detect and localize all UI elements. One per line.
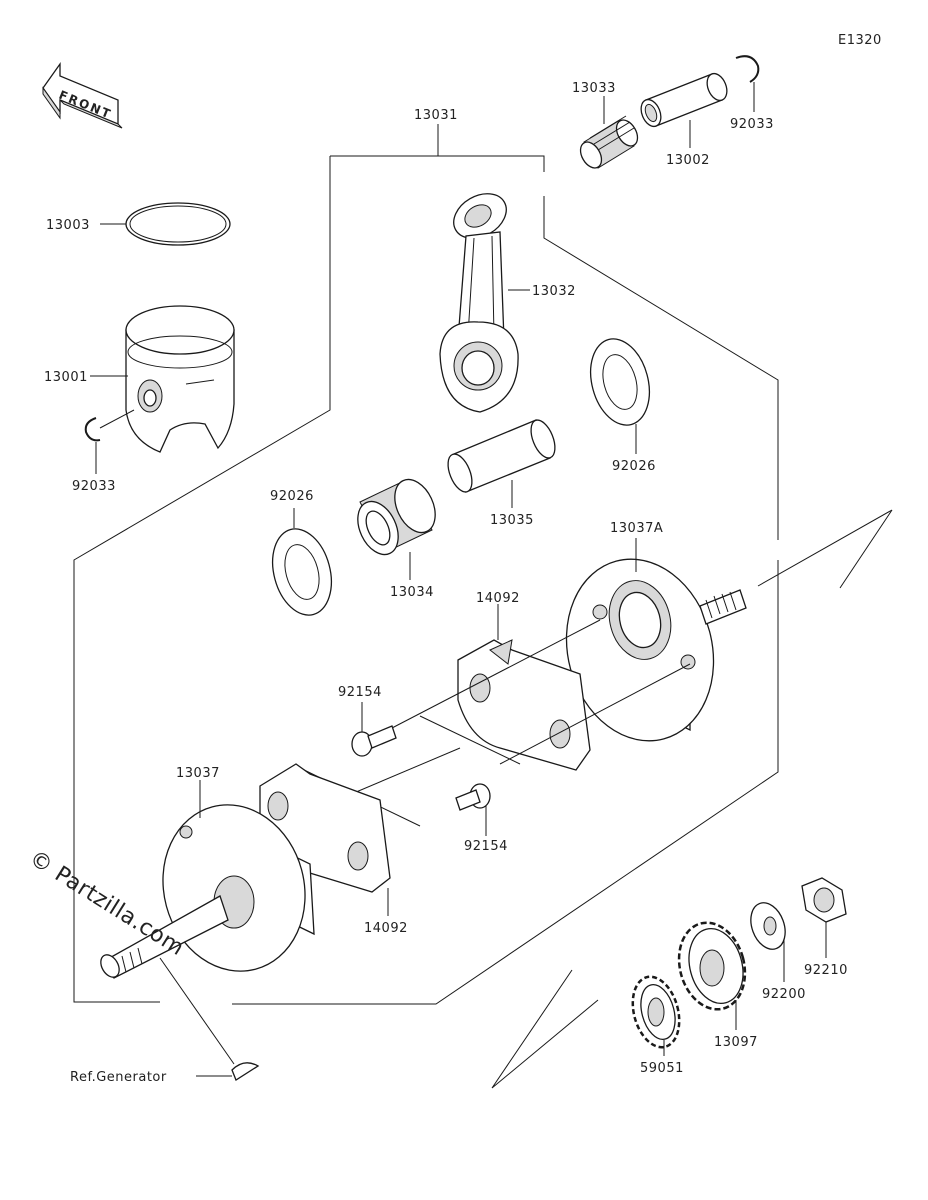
- needle-bearing-13033: [579, 115, 639, 169]
- label-14092-lower: 14092: [364, 921, 408, 936]
- label-13097: 13097: [714, 1035, 758, 1050]
- label-13002: 13002: [666, 153, 710, 168]
- label-13037A: 13037A: [610, 521, 663, 536]
- label-13001: 13001: [44, 370, 88, 385]
- label-92026-right: 92026: [612, 459, 656, 474]
- label-92154-upper: 92154: [338, 685, 382, 700]
- circlip-92033-right: [735, 55, 760, 83]
- label-14092-upper: 14092: [476, 591, 520, 606]
- diagram-code: E1320: [838, 33, 882, 48]
- label-92200: 92200: [762, 987, 806, 1002]
- label-13037: 13037: [176, 766, 220, 781]
- connecting-rod-13032: [439, 193, 519, 413]
- nut-92210: [801, 877, 847, 923]
- crankshaft-right-13037A: [565, 558, 747, 742]
- label-13034: 13034: [390, 585, 434, 600]
- piston-pin-13002: [640, 72, 728, 128]
- assembly-frame-lines: [73, 124, 893, 1089]
- ref-generator-label: Ref.Generator: [70, 1070, 167, 1085]
- thrust-washer-92026-right: [590, 338, 650, 426]
- gear-59051: [631, 975, 681, 1049]
- label-92033-left: 92033: [72, 479, 116, 494]
- generator-key-icon: [231, 1062, 260, 1081]
- circlip-92033-left: [84, 417, 101, 442]
- label-13032: 13032: [532, 284, 576, 299]
- piston-ring-13003: [125, 202, 231, 246]
- piston-13001: [125, 305, 235, 453]
- label-13003: 13003: [46, 218, 90, 233]
- bolt-92154-lower: [455, 783, 491, 811]
- bolt-92154-upper: [351, 725, 397, 757]
- front-arrow-icon: FRONT: [42, 61, 123, 129]
- crank-weight-14092-upper: [457, 639, 591, 771]
- label-13031: 13031: [414, 108, 458, 123]
- label-13033: 13033: [572, 81, 616, 96]
- label-13035: 13035: [490, 513, 534, 528]
- thrust-washer-92026-left: [272, 528, 332, 616]
- gear-13097: [677, 921, 747, 1011]
- crank-pin-13035: [447, 419, 556, 493]
- needle-bearing-13034: [357, 478, 436, 556]
- label-92033-right: 92033: [730, 117, 774, 132]
- washer-92200: [750, 902, 786, 950]
- label-59051: 59051: [640, 1061, 684, 1076]
- crankshaft-left-13037: [100, 804, 315, 979]
- label-92154-lower: 92154: [464, 839, 508, 854]
- label-92026-left: 92026: [270, 489, 314, 504]
- label-92210: 92210: [804, 963, 848, 978]
